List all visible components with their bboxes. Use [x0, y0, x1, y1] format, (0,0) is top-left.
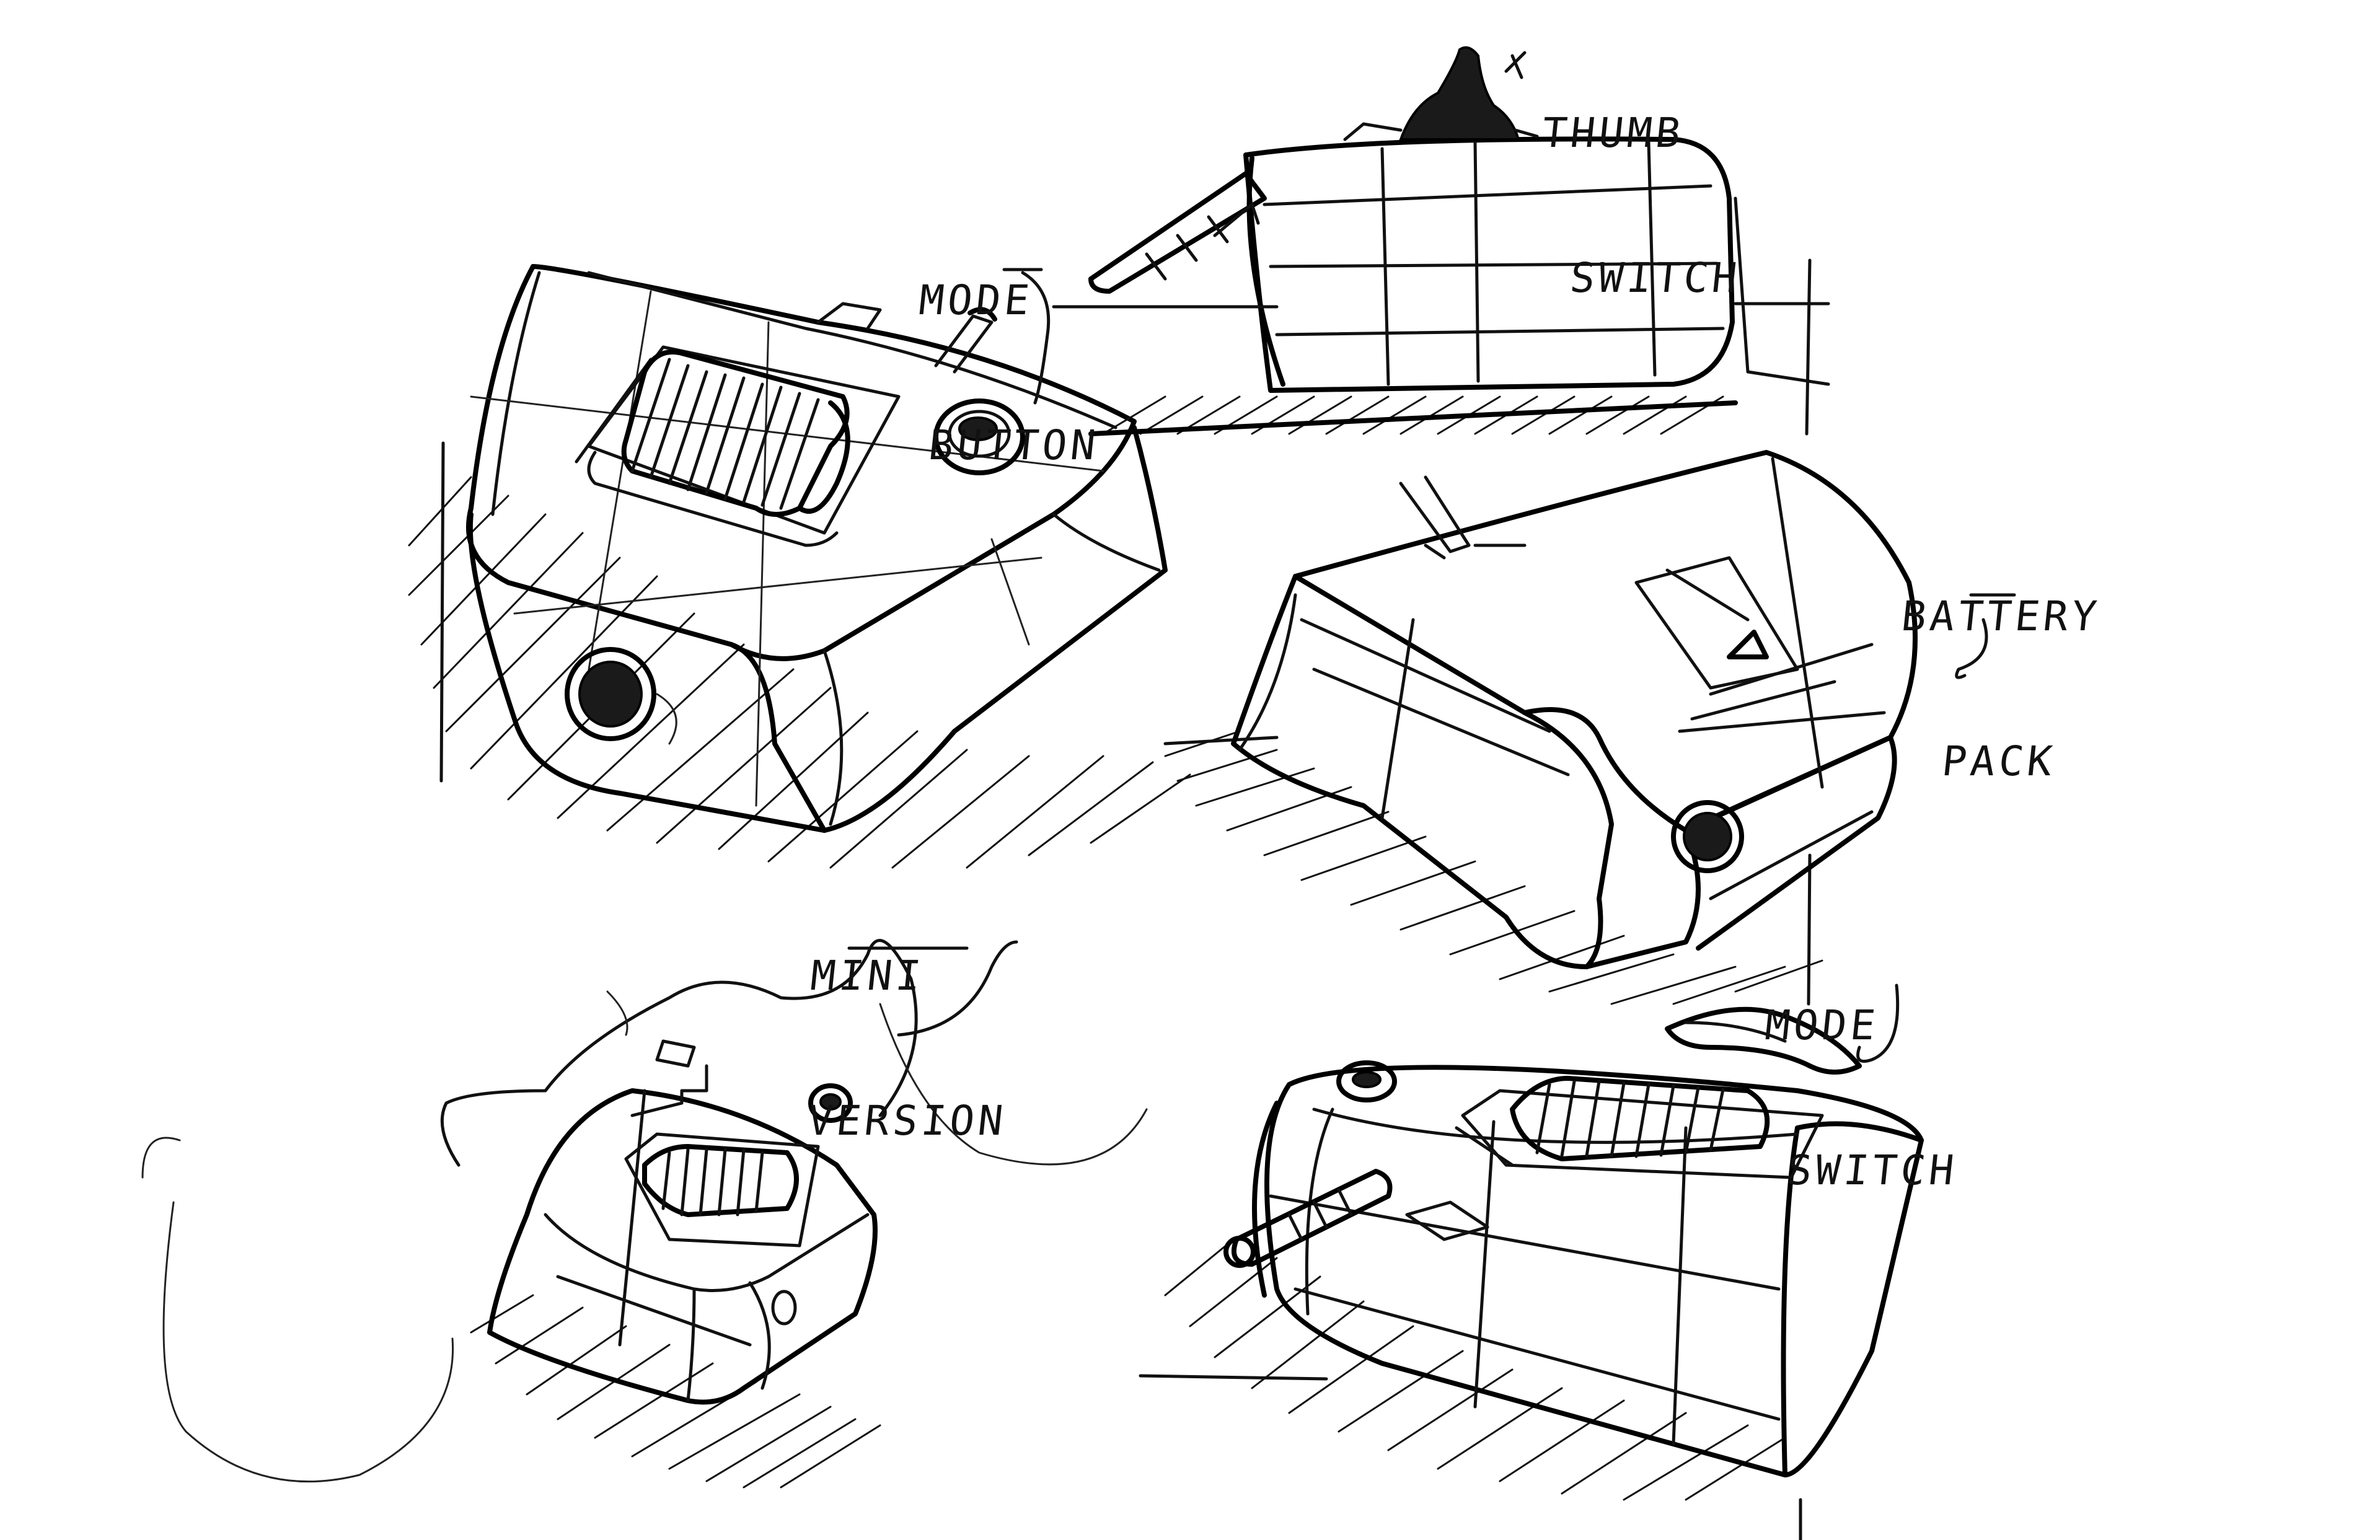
mini-version-leader [897, 940, 1018, 1037]
label-thumb-switch: THUMB SWITCH [1519, 12, 1768, 351]
shadow-hatching [408, 476, 1191, 869]
mini-scroll-roller [624, 1132, 820, 1247]
label-mode-switch-line-2: SWITCH [1784, 1146, 1960, 1194]
mode-button-leader [1021, 271, 1051, 405]
scroll-roller [621, 350, 850, 517]
label-mini-version: MINI VERSION [788, 855, 1034, 1194]
side-port [1671, 800, 1744, 873]
mini-round-button [808, 1083, 853, 1123]
mode-button-pin [816, 302, 997, 374]
device-sketch-mini [141, 939, 1148, 1489]
label-mode-button-line-2: BUTTON [926, 421, 1102, 469]
device-sketch-side [1052, 46, 1830, 436]
front-pin [1223, 1169, 1393, 1268]
battery-door [1634, 556, 1886, 733]
label-mode-switch-line-1: MODE [1763, 1001, 1882, 1049]
label-mode-button-line-1: MODE [917, 276, 1036, 324]
shadow-hatching-4 [470, 1294, 881, 1489]
thumb-switch [1343, 46, 1539, 141]
battery-pack-leader [1955, 618, 1988, 679]
label-battery-pack: BATTERY PACK [1879, 496, 2113, 834]
shadow-hatching-2 [1088, 395, 1738, 436]
device-sketch-battery [1163, 450, 1918, 1006]
front-port [565, 647, 677, 745]
label-mini-version-line-2: VERSION [805, 1097, 1009, 1145]
label-mode-switch: MODE SWITCH [1742, 905, 1985, 1243]
label-battery-pack-line-2: PACK [1939, 737, 2058, 785]
label-mini-version-line-1: MINI [808, 952, 927, 1000]
thumb-switch-leader [1504, 51, 1527, 79]
label-thumb-switch-line-2: SWITCH [1567, 254, 1743, 302]
shadow-hatching-5 [1139, 1238, 1802, 1540]
label-battery-pack-line-1: BATTERY [1899, 592, 2103, 640]
device-sketch-mode-switch [1139, 1006, 1924, 1540]
bottom-round-button [1336, 1060, 1397, 1102]
mode-switch-leader [1856, 983, 1900, 1063]
label-thumb-switch-line-1: THUMB [1540, 109, 1686, 157]
leader-lines [847, 51, 2016, 1063]
mode-switch-pin [1399, 475, 1527, 560]
shadow-hatching-3 [1163, 730, 1823, 1006]
round-button-top [933, 398, 1025, 475]
mode-button [1088, 171, 1267, 294]
mode-switch [1665, 1006, 1862, 1075]
label-mode-button: MODE BUTTON [896, 180, 1127, 518]
bottom-scroll-roller [1455, 1076, 1824, 1179]
device-sketch-main [408, 264, 1191, 869]
